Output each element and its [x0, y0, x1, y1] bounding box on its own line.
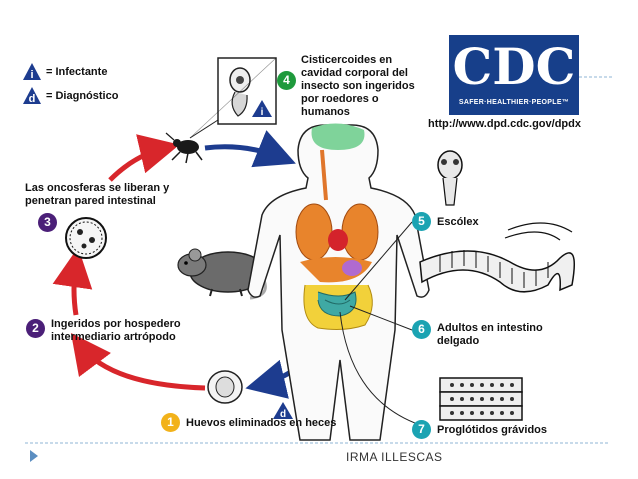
arrow-egg-to-arthropod — [70, 333, 206, 391]
stage-6-badge: 6 — [412, 320, 431, 339]
svg-text:d: d — [280, 409, 286, 420]
stage-5-label: Escólex — [437, 216, 479, 228]
stage-7-label: Proglótidos grávidos — [437, 424, 548, 436]
stage-2-badge: 2 — [26, 319, 45, 338]
arrow-oncosphere-to-insect — [108, 134, 180, 182]
stage-1-label: Huevos eliminados en heces — [186, 417, 337, 429]
gravid-proglottids-icon — [439, 377, 523, 421]
stage-6-label: Adultos en intestino delgado — [437, 322, 543, 347]
cysticercoid-inset — [189, 57, 277, 139]
arrow-arthropod-to-oncosphere — [52, 247, 93, 316]
adult-worm-icon — [419, 222, 575, 293]
stage-4-label: Cisticercoides en cavidad corporal del i… — [301, 54, 415, 118]
infective-legend-icon: i — [23, 63, 41, 81]
cdc-logo-text: CDC — [452, 37, 576, 96]
pointer-line-adult — [349, 305, 413, 331]
pointer-line-proglottids — [339, 311, 421, 426]
rat-icon — [177, 248, 267, 300]
oncosphere-icon — [65, 217, 107, 259]
stage-4-badge: 4 — [277, 71, 296, 90]
stage-1-badge: 1 — [161, 413, 180, 432]
diagnostic-legend-label: = Diagnóstico — [46, 90, 119, 102]
human-body — [247, 123, 430, 441]
cdc-tagline: SAFER·HEALTHIER·PEOPLE™ — [458, 99, 570, 106]
svg-text:i: i — [30, 69, 33, 81]
insect-icon — [165, 132, 203, 164]
diagnostic-legend-icon: d — [23, 87, 41, 105]
stage-5-badge: 5 — [412, 212, 431, 231]
svg-text:d: d — [29, 93, 36, 105]
stage-3-badge: 3 — [38, 213, 57, 232]
egg-icon — [207, 370, 243, 404]
insect-infective-marker: i — [252, 100, 272, 118]
egg-diagnostic-marker: d — [273, 402, 293, 420]
slide-bullet-icon — [30, 450, 38, 462]
stage-7-badge: 7 — [412, 420, 431, 439]
scolex-icon — [437, 150, 463, 206]
legend: i = Infectante d = Diagnóstico — [22, 62, 162, 106]
svg-text:i: i — [261, 107, 264, 118]
arrow-insect-to-human — [204, 130, 296, 168]
stage-2-label: Ingeridos por hospedero intermediario ar… — [51, 318, 181, 343]
pointer-line-scolex — [344, 221, 413, 301]
footer-author: IRMA ILLESCAS — [346, 450, 443, 464]
cdc-logo: CDC SAFER·HEALTHIER·PEOPLE™ — [449, 35, 579, 115]
infective-legend-label: = Infectante — [46, 66, 108, 78]
stage-3-label: Las oncosferas se liberan y penetran par… — [25, 182, 170, 207]
cdc-url[interactable]: http://www.dpd.cdc.gov/dpdx — [428, 118, 581, 130]
